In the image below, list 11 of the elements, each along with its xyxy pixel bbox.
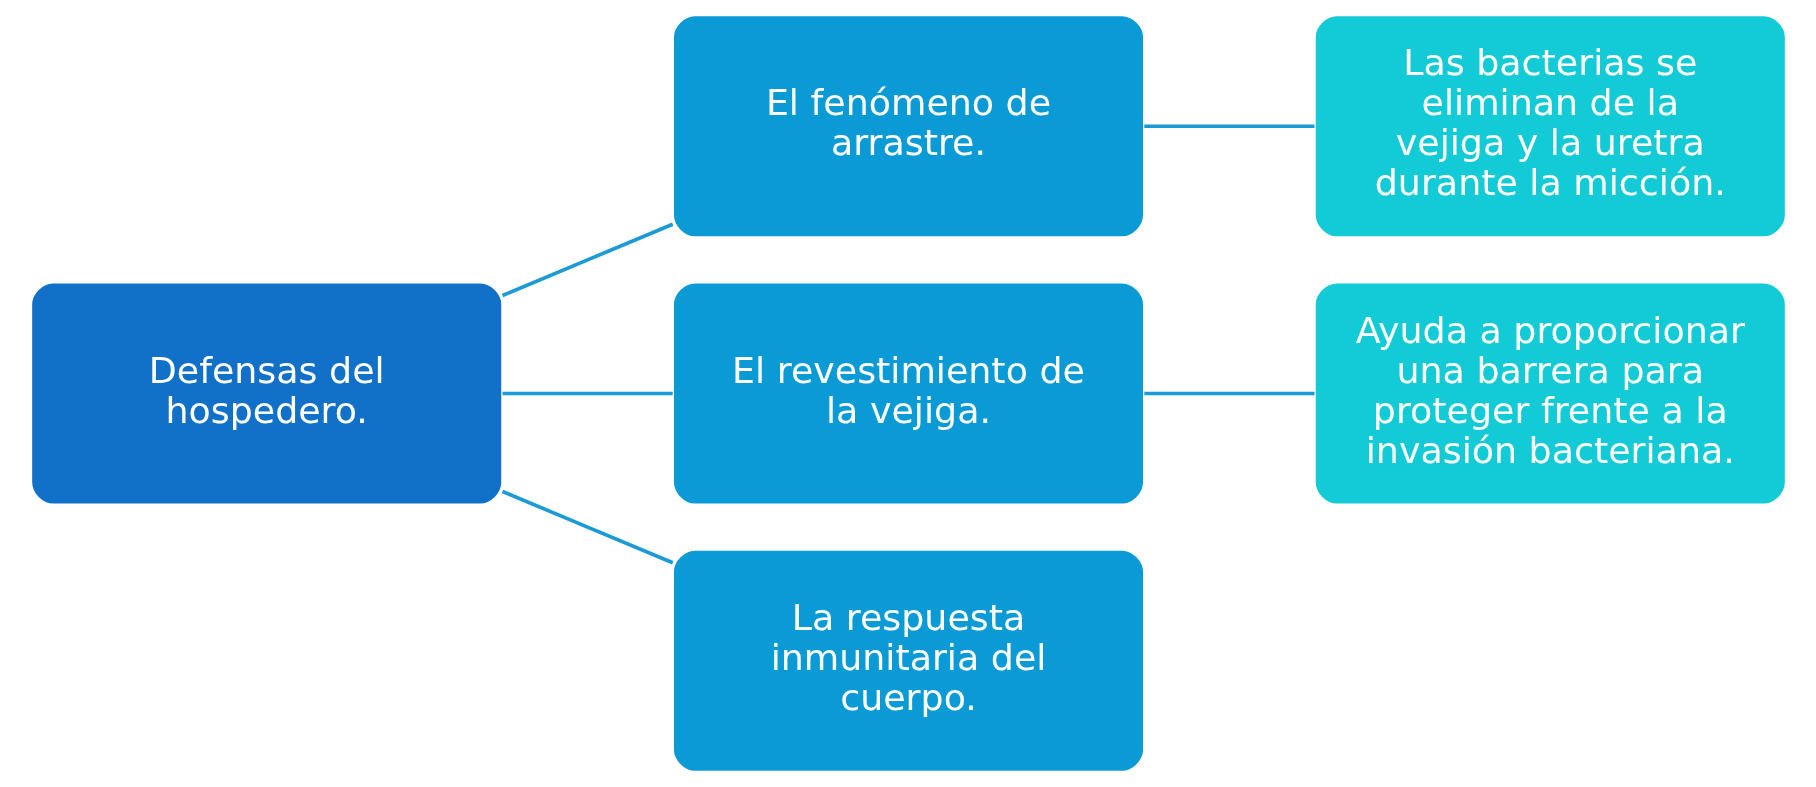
- connector: [1143, 391, 1314, 396]
- node-box: Ayuda a proporcionar una barrera para proteger frente a la invasión bacteriana.: [1313, 281, 1787, 506]
- connector: [1143, 124, 1314, 129]
- node-box: Defensas del hospedero.: [29, 281, 503, 506]
- node-box: Las bacterias se eliminan de la vejiga y la uretra durante la micción.: [1313, 14, 1787, 239]
- connector: [501, 222, 673, 298]
- connector: [502, 391, 673, 396]
- node-box: El revestimiento de la vejiga.: [671, 281, 1145, 506]
- node-box: El fenómeno de arrastre.: [671, 14, 1145, 239]
- connector: [501, 489, 673, 565]
- node-box: La respuesta inmunitaria del cuerpo.: [671, 548, 1145, 773]
